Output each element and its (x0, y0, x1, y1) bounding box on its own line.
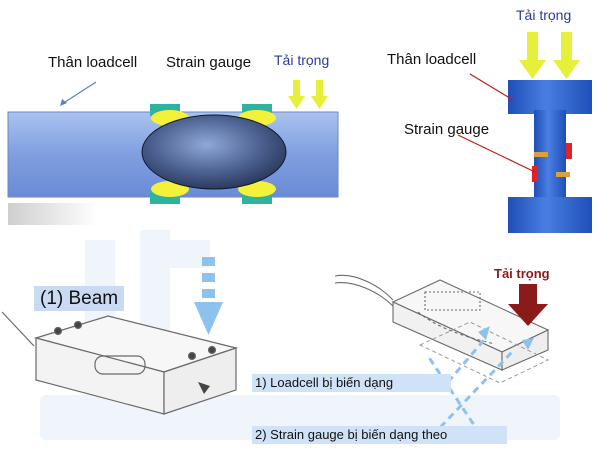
pointer-body-left (61, 81, 97, 105)
caption-loadcell-deformed: 1) Loadcell bị biến dạng (252, 374, 451, 392)
pointer-body-right (469, 73, 514, 101)
dashed-down-arrow (194, 257, 223, 335)
caption-strain-gauge-deformed: 2) Strain gauge bị biến dạng theo (252, 426, 507, 444)
beam-title: (1) Beam (34, 286, 125, 311)
load-arrow-dark (508, 284, 548, 326)
deformation-ellipse (141, 114, 287, 190)
beam-loadcell-drawing (1, 311, 239, 415)
label-load-bottom: Tải trọng (494, 266, 550, 281)
label-strain-left: Strain gauge (166, 54, 252, 71)
loadcell-column (508, 80, 592, 233)
label-load-right-top: Tải trọng (516, 7, 572, 23)
label-strain-right: Strain gauge (404, 121, 490, 138)
label-body-left: Thân loadcell (48, 54, 138, 71)
deformation-indicator-arrows (478, 326, 534, 350)
label-body-right: Thân loadcell (387, 51, 477, 68)
pointer-strain-right (457, 134, 536, 173)
load-arrows-right (519, 32, 580, 79)
column-strain-gauges (532, 143, 572, 182)
pointer-body-left-head (60, 99, 67, 106)
label-load-left: Tải trọng (274, 52, 330, 68)
deformed-loadcell-drawing (334, 274, 550, 371)
caption-leaders (426, 339, 514, 438)
direction-arrow-small (198, 382, 210, 394)
load-arrows-left (288, 80, 328, 109)
grey-shadow-bar (8, 203, 98, 225)
dashed-outline-shift (418, 321, 550, 384)
